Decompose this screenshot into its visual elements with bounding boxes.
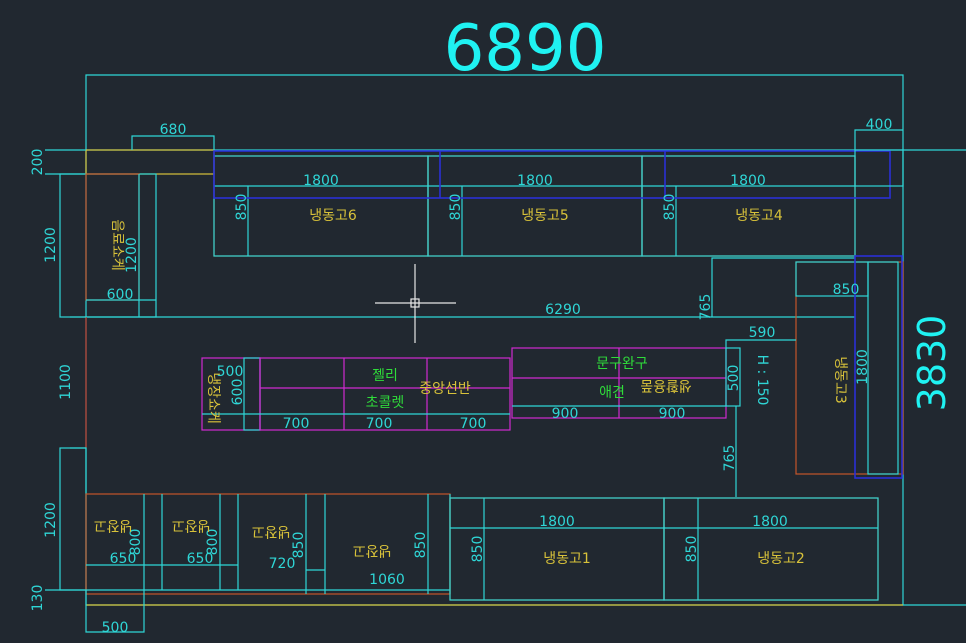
bot-1800-b: 1800	[752, 514, 788, 530]
mid-600: 600	[230, 379, 246, 406]
freezer3-inner	[867, 261, 899, 475]
dim-680-line	[131, 135, 215, 150]
mid-700-c: 700	[460, 416, 487, 432]
dim-500-line	[85, 590, 145, 633]
mid-700-a: 700	[283, 416, 310, 432]
right-765-line	[711, 257, 855, 317]
height-150: H : 150	[754, 355, 770, 406]
overall-width: 6890	[444, 12, 607, 86]
mid-900-a: 900	[552, 406, 579, 422]
bot-1800-a: 1800	[539, 514, 575, 530]
bot-850-b: 850	[413, 532, 429, 559]
center-shelf-label: 중앙선반	[419, 381, 471, 397]
dim-1200-left-top: 1200	[43, 227, 59, 263]
top-850-b: 850	[448, 194, 464, 221]
mid-500: 500	[217, 364, 244, 380]
dim-500-bottom: 500	[102, 620, 129, 636]
freezer5-label: 냉동고5	[521, 208, 569, 224]
pet-label: 애견	[599, 385, 625, 401]
top-right-column	[854, 149, 904, 187]
center-shelf	[259, 357, 511, 431]
bottom-fridge-2-label: 냉장고	[172, 517, 211, 533]
household-label: 생활용품	[640, 377, 692, 393]
left-lower-fixture	[59, 447, 87, 591]
dim-765-bottom: 765	[722, 445, 738, 472]
dim-200: 200	[30, 149, 46, 176]
dim-400-line	[854, 129, 903, 150]
center-shelf-left-end-inner	[243, 357, 261, 431]
bot-850-a: 850	[291, 532, 307, 559]
dim-1800-right: 1800	[855, 349, 871, 385]
top-1800-a: 1800	[303, 173, 339, 189]
dim-1200-inner: 1200	[124, 237, 140, 273]
dim-600-left: 600	[107, 287, 134, 303]
mid-700-b: 700	[366, 416, 393, 432]
dim-590: 590	[749, 325, 776, 341]
chocolate-label: 초콜렛	[366, 395, 405, 411]
top-left-alcove	[85, 149, 215, 175]
bot-850-d: 850	[684, 536, 700, 563]
top-blue-rail	[213, 150, 891, 199]
left-vertical-label: 음료쇼케	[109, 219, 125, 271]
overall-height: 3830	[910, 315, 954, 412]
freezer3-label: 냉동고3	[832, 356, 848, 404]
jelly-label: 젤리	[372, 368, 398, 384]
stationery-label: 문구완구	[596, 356, 648, 372]
dim-130: 130	[30, 585, 46, 612]
freezer3-blue	[854, 255, 903, 479]
mid-500-right: 500	[726, 365, 742, 392]
bot-720: 720	[269, 556, 296, 572]
freezer4-outline	[641, 155, 856, 257]
bot-650-a: 650	[110, 551, 137, 567]
freezer4-label: 냉동고4	[735, 208, 783, 224]
outer-wall	[85, 74, 904, 150]
dim-400: 400	[866, 117, 893, 133]
freezer2-label: 냉동고2	[757, 551, 805, 567]
top-1800-c: 1800	[730, 173, 766, 189]
freezer6-label: 냉동고6	[309, 208, 357, 224]
freezer2-outline	[663, 497, 879, 601]
top-850-a: 850	[234, 194, 250, 221]
dim-590-line	[725, 339, 796, 349]
dim-1100: 1100	[58, 364, 74, 400]
bot-850-c: 850	[470, 536, 486, 563]
dim-765-top: 765	[698, 294, 714, 321]
dim-1200-left-bottom: 1200	[43, 502, 59, 538]
right-shelf-end	[725, 347, 741, 407]
bot-1060: 1060	[369, 572, 405, 588]
small-vertical-label: 냉장쇼케	[205, 372, 221, 424]
bottom-fridge-4-label: 냉장고	[353, 542, 392, 558]
dim-680: 680	[160, 122, 187, 138]
dim-6290: 6290	[545, 302, 581, 318]
dim-850-right: 850	[833, 282, 860, 298]
cursor-box	[410, 298, 420, 308]
top-1800-b: 1800	[517, 173, 553, 189]
bot-800-b: 800	[205, 529, 221, 556]
top-850-c: 850	[662, 194, 678, 221]
bot-650-b: 650	[187, 551, 214, 567]
bot-800-a: 800	[128, 529, 144, 556]
bottom-fridge-3-label: 냉장고	[252, 523, 291, 539]
mid-900-b: 900	[659, 406, 686, 422]
bottom-fridge-1-label: 냉장고	[94, 517, 133, 533]
freezer1-label: 냉동고1	[543, 551, 591, 567]
